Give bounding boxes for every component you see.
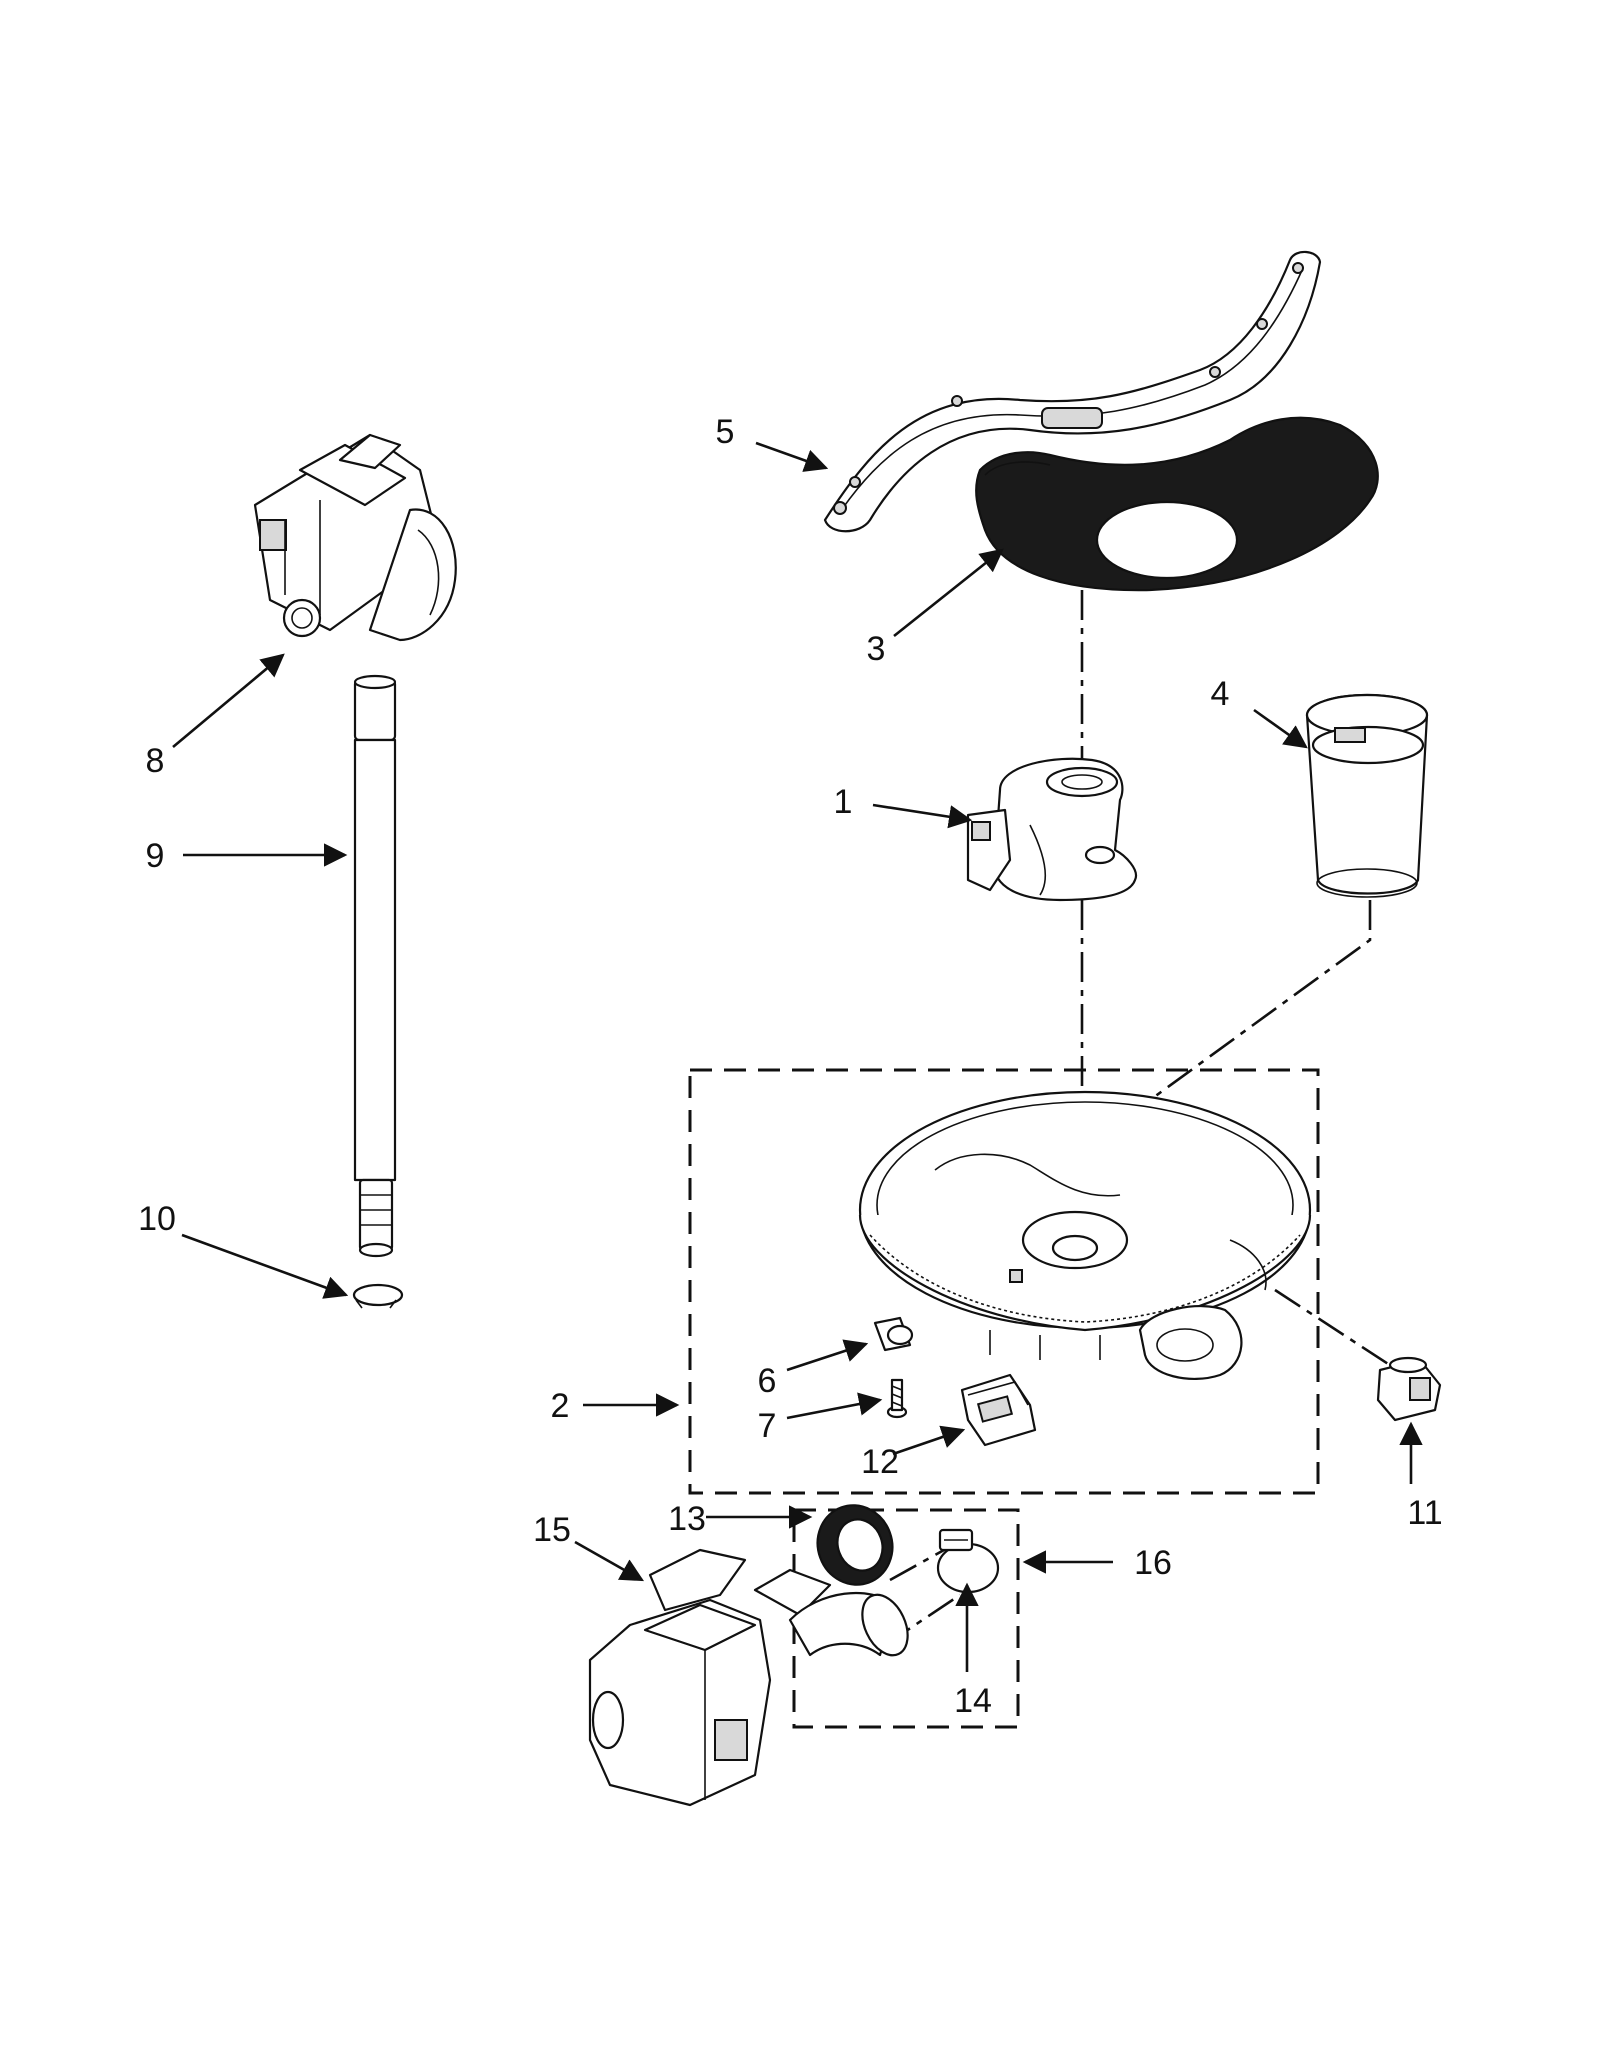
filter-screen <box>975 416 1379 592</box>
callout-5: 5 <box>716 413 735 451</box>
seal-kit-boundary <box>792 1508 1020 1729</box>
diverter-housing <box>966 757 1138 902</box>
callout-9: 9 <box>146 837 165 875</box>
drain-pump <box>253 433 457 642</box>
callout-12: 12 <box>861 1443 899 1481</box>
drain-hose <box>353 674 397 1258</box>
callout-8: 8 <box>146 742 165 780</box>
harness-connector <box>960 1373 1037 1447</box>
wash-pump-motor <box>588 1548 909 1807</box>
callout-labels: 5 3 4 1 8 9 10 2 6 7 12 11 13 15 16 14 <box>138 413 1443 1720</box>
seal-clamp <box>936 1528 1000 1594</box>
callout-13: 13 <box>668 1500 706 1538</box>
pump-seal <box>816 1504 894 1586</box>
sump-assembly-boundary <box>688 1068 1320 1495</box>
callout-7: 7 <box>758 1407 777 1445</box>
callout-3: 3 <box>867 630 886 668</box>
callout-14: 14 <box>954 1682 992 1720</box>
lower-spray-arm <box>823 250 1322 533</box>
callout-10: 10 <box>138 1200 176 1238</box>
callout-11: 11 <box>1407 1494 1442 1532</box>
callout-16: 16 <box>1134 1544 1172 1582</box>
sump-bracket <box>873 1316 914 1352</box>
sump-base <box>858 1090 1312 1380</box>
leader-arrows <box>172 441 1423 1672</box>
fine-filter-basket <box>1305 693 1429 898</box>
callout-15: 15 <box>533 1511 571 1549</box>
callout-4: 4 <box>1211 675 1230 713</box>
temperature-sensor <box>1376 1356 1442 1422</box>
callout-1: 1 <box>834 783 853 821</box>
callout-6: 6 <box>758 1362 777 1400</box>
hose-clamp <box>352 1283 404 1309</box>
callout-2: 2 <box>551 1387 570 1425</box>
screw <box>886 1378 908 1419</box>
